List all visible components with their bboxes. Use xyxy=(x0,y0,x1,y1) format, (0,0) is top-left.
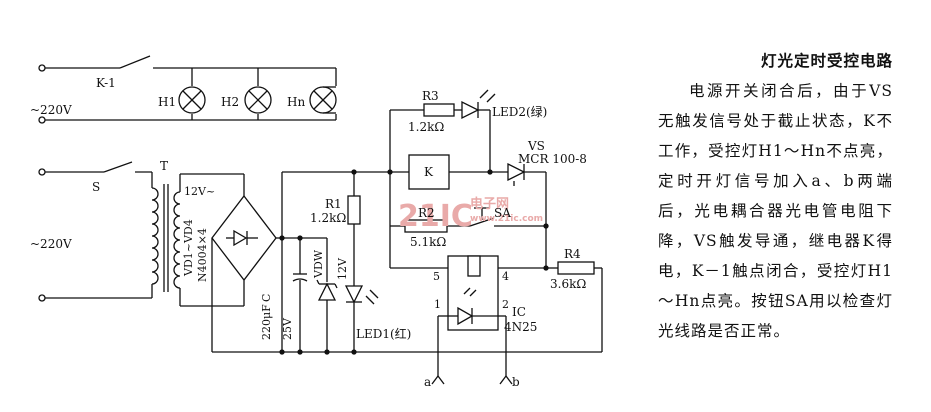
label-h1: H1 xyxy=(158,95,176,109)
label-r3: R3 xyxy=(422,89,439,103)
watermark: 21IC 电子网 www.21ic.com xyxy=(398,196,543,234)
label-r1: R1 xyxy=(325,197,342,211)
label-cap-c: C xyxy=(260,294,273,302)
label-ac-bottom: ~220V xyxy=(30,237,72,251)
label-r2-val: 5.1kΩ xyxy=(410,235,446,249)
label-pin2: 2 xyxy=(502,298,509,311)
label-vdw-v: 12V xyxy=(336,257,349,280)
transformer-section xyxy=(38,161,244,307)
label-n4004: N4004×4 xyxy=(196,228,209,282)
description-title: 灯光定时受控电路 xyxy=(760,51,893,70)
relay-section xyxy=(387,89,603,385)
label-led2: LED2(绿) xyxy=(492,104,547,119)
label-t: T xyxy=(160,159,168,173)
label-r1-val: 1.2kΩ xyxy=(310,211,346,225)
svg-text:www.21ic.com: www.21ic.com xyxy=(470,214,543,224)
label-k1: K-1 xyxy=(96,76,116,90)
label-h2: H2 xyxy=(221,95,239,109)
label-vdw: VDW xyxy=(312,249,325,279)
label-pin1: 1 xyxy=(434,298,441,311)
label-vs: VS xyxy=(527,139,545,153)
label-ic: IC xyxy=(512,305,526,319)
lamp-circuit xyxy=(38,55,337,124)
label-sa: SA xyxy=(494,206,511,220)
label-ac-top: ~220V xyxy=(30,103,72,117)
label-cap-v: 25V xyxy=(281,317,294,340)
label-s: S xyxy=(92,180,100,194)
indicator-led1 xyxy=(344,169,379,355)
label-12vac: 12V~ xyxy=(184,185,215,198)
description-panel: 灯光定时受控电路 电源开关闭合后，由于VS无触发信号处于截止状态，K不工作，受控… xyxy=(658,46,893,346)
label-k: K xyxy=(424,165,434,179)
component-labels: K-1 ~220V H1 H2 Hn S T ~220V 12V~ VD1~VD… xyxy=(30,76,587,389)
label-r4: R4 xyxy=(564,247,581,261)
label-b: b xyxy=(512,375,520,389)
label-pin4: 4 xyxy=(502,270,509,283)
label-ic-part: 4N25 xyxy=(504,320,537,334)
label-hn: Hn xyxy=(287,95,305,109)
svg-text:电子网: 电子网 xyxy=(470,196,509,212)
svg-text:21IC: 21IC xyxy=(398,199,473,234)
label-pin5: 5 xyxy=(433,270,440,283)
label-vd: VD1~VD4 xyxy=(182,219,195,277)
label-r2: R2 xyxy=(418,206,435,220)
label-r3-val: 1.2kΩ xyxy=(408,120,444,134)
label-mcr: MCR 100-8 xyxy=(518,152,587,166)
label-led1: LED1(红) xyxy=(356,326,411,341)
circuit-schematic: 21IC 电子网 www.21ic.com K-1 ~220V H1 H2 Hn… xyxy=(30,55,603,389)
description-text: 电源开关闭合后，由于VS无触发信号处于截止状态，K不工作，受控灯H1～Hn不点亮… xyxy=(658,82,893,340)
label-a: a xyxy=(424,375,431,389)
label-cap: 220μF xyxy=(260,304,273,340)
dc-supply xyxy=(212,171,602,355)
label-r4-val: 3.6kΩ xyxy=(550,277,586,291)
